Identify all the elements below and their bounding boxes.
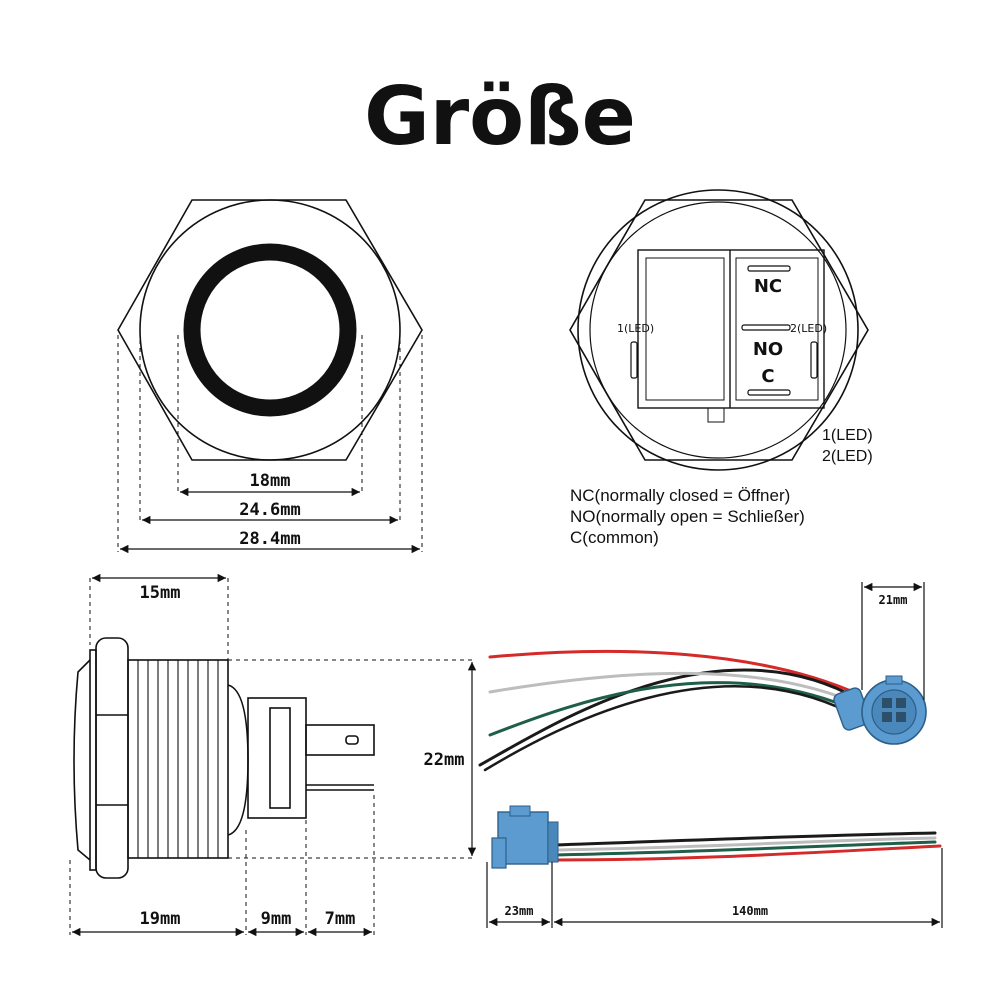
front-bezel-circle <box>139 199 401 461</box>
side-nut <box>95 637 129 879</box>
dim-mid-label: 24.6mm <box>239 500 300 520</box>
side-led2-label: 2(LED) <box>822 448 873 465</box>
front-led-ring <box>183 243 357 417</box>
wire-white-lower <box>553 836 937 852</box>
dim-outer-label: 28.4mm <box>239 529 300 549</box>
side-led1-label: 1(LED) <box>822 427 873 444</box>
wire-black-lower <box>553 831 937 847</box>
page-title: Größe <box>364 70 636 163</box>
dim-plug-label: 23mm <box>505 904 534 918</box>
wire-green-upper <box>488 681 862 737</box>
dim-height-label: 22mm <box>424 750 465 770</box>
pin-led2-label: 2(LED) <box>790 322 827 335</box>
dim-top-label: 15mm <box>140 583 181 603</box>
legend-nc: NC(normally closed = Öffner) <box>570 486 791 505</box>
dim-bottom-1-label: 19mm <box>140 909 181 929</box>
dim-bottom-2-label: 9mm <box>261 909 292 929</box>
wire-green-lower <box>553 840 937 857</box>
pin-no-label: NO <box>753 339 783 360</box>
back-housing <box>637 249 825 409</box>
wire-black-upper <box>478 668 862 767</box>
dim-inner-label: 18mm <box>250 471 291 491</box>
pin-nc-label: NC <box>754 276 782 297</box>
side-view <box>69 573 477 937</box>
pin-legend: NC(normally closed = Öffner) NO(normally… <box>570 485 805 548</box>
front-hex-nut <box>117 199 423 461</box>
socket-connector <box>833 675 927 745</box>
back-view <box>569 189 869 471</box>
wire-white-upper <box>488 671 862 707</box>
dim-connector-width-label: 21mm <box>879 593 908 607</box>
wire-red-upper <box>488 649 862 697</box>
dim-length-label: 140mm <box>732 904 768 918</box>
pin-led1-label: 1(LED) <box>617 322 654 335</box>
dim-bottom-3-label: 7mm <box>325 909 356 929</box>
back-hex-nut <box>569 199 869 461</box>
back-bezel-circle <box>577 189 859 471</box>
wire-red-lower <box>553 844 942 862</box>
pin-c-label: C <box>761 366 774 387</box>
legend-c: C(common) <box>570 528 659 547</box>
front-view <box>117 199 423 554</box>
plug-connector <box>491 805 559 869</box>
legend-no: NO(normally open = Schließer) <box>570 507 805 526</box>
cable-assembly <box>478 649 942 862</box>
